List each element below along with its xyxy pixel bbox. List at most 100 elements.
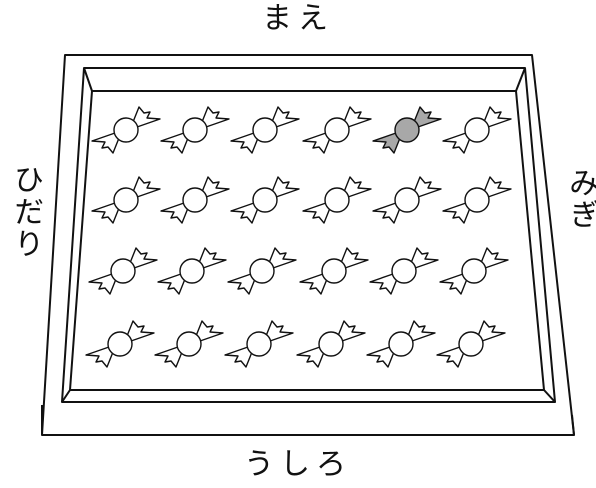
candy-wrapper-right: [268, 247, 297, 269]
candy-wrapper-right: [340, 247, 369, 269]
candy-wrapper-right: [265, 320, 294, 342]
candy-body: [394, 187, 420, 213]
candy: [85, 320, 155, 368]
candy: [369, 247, 439, 295]
candy-wrapper-left: [230, 132, 259, 154]
candy-body: [394, 117, 420, 143]
tray-corner-bl: [61, 389, 71, 403]
candy-body: [176, 331, 202, 357]
candy-body: [321, 258, 347, 284]
candy-body: [324, 187, 350, 213]
candy-wrapper-left: [436, 346, 465, 368]
candy: [436, 320, 506, 368]
candy-wrapper-right: [410, 247, 439, 269]
candy-grid: [85, 106, 512, 368]
candy-wrapper-left: [302, 202, 331, 224]
candy-body: [464, 117, 490, 143]
candy-wrapper-left: [88, 273, 117, 295]
candy: [88, 247, 158, 295]
candy-wrapper-right: [132, 176, 161, 198]
direction-label-front: まえ: [262, 1, 334, 36]
candy-body: [246, 331, 272, 357]
candy-wrapper-left: [296, 346, 325, 368]
candy: [302, 106, 372, 154]
candy-wrapper-left: [302, 132, 331, 154]
candy-body: [107, 331, 133, 357]
candy-wrapper-right: [198, 247, 227, 269]
candy-body: [249, 258, 275, 284]
candy-body: [113, 187, 139, 213]
candy-wrapper-left: [366, 346, 395, 368]
candy: [296, 320, 366, 368]
candy-wrapper-right: [201, 176, 230, 198]
candy-wrapper-right: [480, 247, 509, 269]
candy-wrapper-right: [195, 320, 224, 342]
candy-body: [458, 331, 484, 357]
candy-wrapper-left: [439, 273, 468, 295]
candy-wrapper-left: [372, 132, 401, 154]
candy-wrapper-right: [477, 320, 506, 342]
candy-body: [182, 117, 208, 143]
candy: [299, 247, 369, 295]
tray-box: [41, 54, 575, 436]
candy-body: [113, 117, 139, 143]
candy: [442, 176, 512, 224]
candy-wrapper-right: [483, 106, 512, 128]
candy: [230, 106, 300, 154]
candy-wrapper-right: [271, 106, 300, 128]
candy-body: [252, 187, 278, 213]
candy-wrapper-left: [442, 202, 471, 224]
candy-wrapper-right: [343, 176, 372, 198]
candy-wrapper-right: [413, 176, 442, 198]
tray-corner-tr: [515, 67, 526, 92]
candy-wrapper-left: [224, 346, 253, 368]
candy-wrapper-right: [132, 106, 161, 128]
candy: [366, 320, 436, 368]
candy-body: [464, 187, 490, 213]
candy-highlighted: [372, 106, 442, 154]
candy: [160, 106, 230, 154]
candy: [91, 176, 161, 224]
candy-wrapper-right: [343, 106, 372, 128]
candy-wrapper-left: [91, 202, 120, 224]
candy: [230, 176, 300, 224]
candy-wrapper-right: [337, 320, 366, 342]
candy-wrapper-left: [230, 202, 259, 224]
direction-label-left: ひだり: [8, 164, 43, 260]
candy: [224, 320, 294, 368]
candy-wrapper-right: [483, 176, 512, 198]
candy-body: [110, 258, 136, 284]
candy-wrapper-left: [372, 202, 401, 224]
candy-wrapper-left: [157, 273, 186, 295]
candy: [154, 320, 224, 368]
direction-label-right: みぎ: [563, 167, 596, 231]
candy-wrapper-left: [85, 346, 114, 368]
candy-wrapper-left: [160, 132, 189, 154]
tray-corner-br: [543, 389, 556, 403]
candy: [302, 176, 372, 224]
candy-wrapper-right: [201, 106, 230, 128]
candy: [160, 176, 230, 224]
candy-wrapper-right: [407, 320, 436, 342]
candy: [439, 247, 509, 295]
candy-body: [318, 331, 344, 357]
candy-wrapper-left: [91, 132, 120, 154]
candy-body: [391, 258, 417, 284]
candy-wrapper-left: [154, 346, 183, 368]
candy-body: [182, 187, 208, 213]
candy-body: [461, 258, 487, 284]
candy: [157, 247, 227, 295]
tray-front-edge-right: [571, 414, 575, 436]
candy-wrapper-left: [160, 202, 189, 224]
candy-wrapper-left: [442, 132, 471, 154]
candy-wrapper-left: [227, 273, 256, 295]
candy-body: [324, 117, 350, 143]
candy: [372, 176, 442, 224]
candy: [91, 106, 161, 154]
tray-corner-tl: [83, 67, 93, 92]
candy-wrapper-right: [129, 247, 158, 269]
candy-body: [388, 331, 414, 357]
candy-wrapper-left: [369, 273, 398, 295]
candy-wrapper-right: [126, 320, 155, 342]
